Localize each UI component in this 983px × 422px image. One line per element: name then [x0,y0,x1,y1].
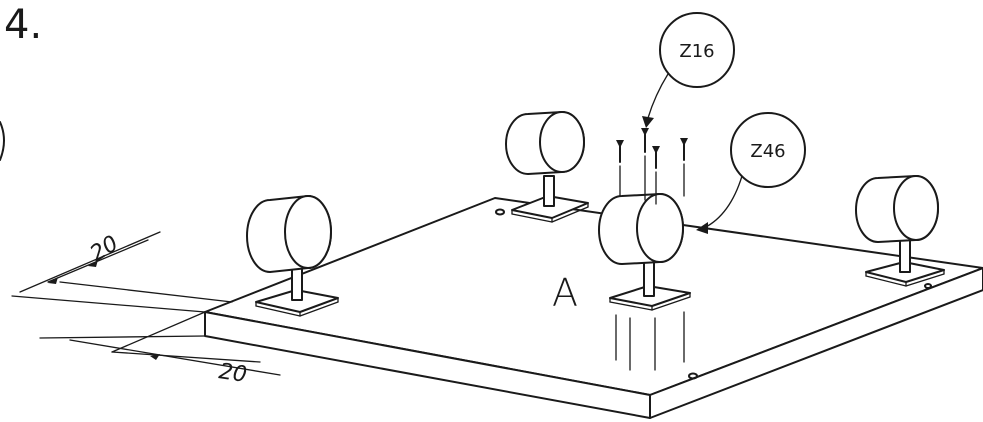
callout-z46 [696,112,806,234]
callout-z16 [642,12,735,128]
callout-label-z46: Z46 [750,141,785,162]
step-number: 4. [4,2,42,48]
dimension-label-lower: 20 [217,359,248,388]
callout-label-z16: Z16 [679,41,714,62]
caster-wheel-left [246,195,339,317]
caster-wheel-front [598,193,691,371]
edge-mark [0,121,5,161]
dimension-lines [11,231,281,376]
screws [616,128,688,205]
caster-wheel-back [505,111,589,223]
part-label: A [552,271,578,315]
base-panel [204,197,983,419]
caster-wheel-right [855,175,945,287]
